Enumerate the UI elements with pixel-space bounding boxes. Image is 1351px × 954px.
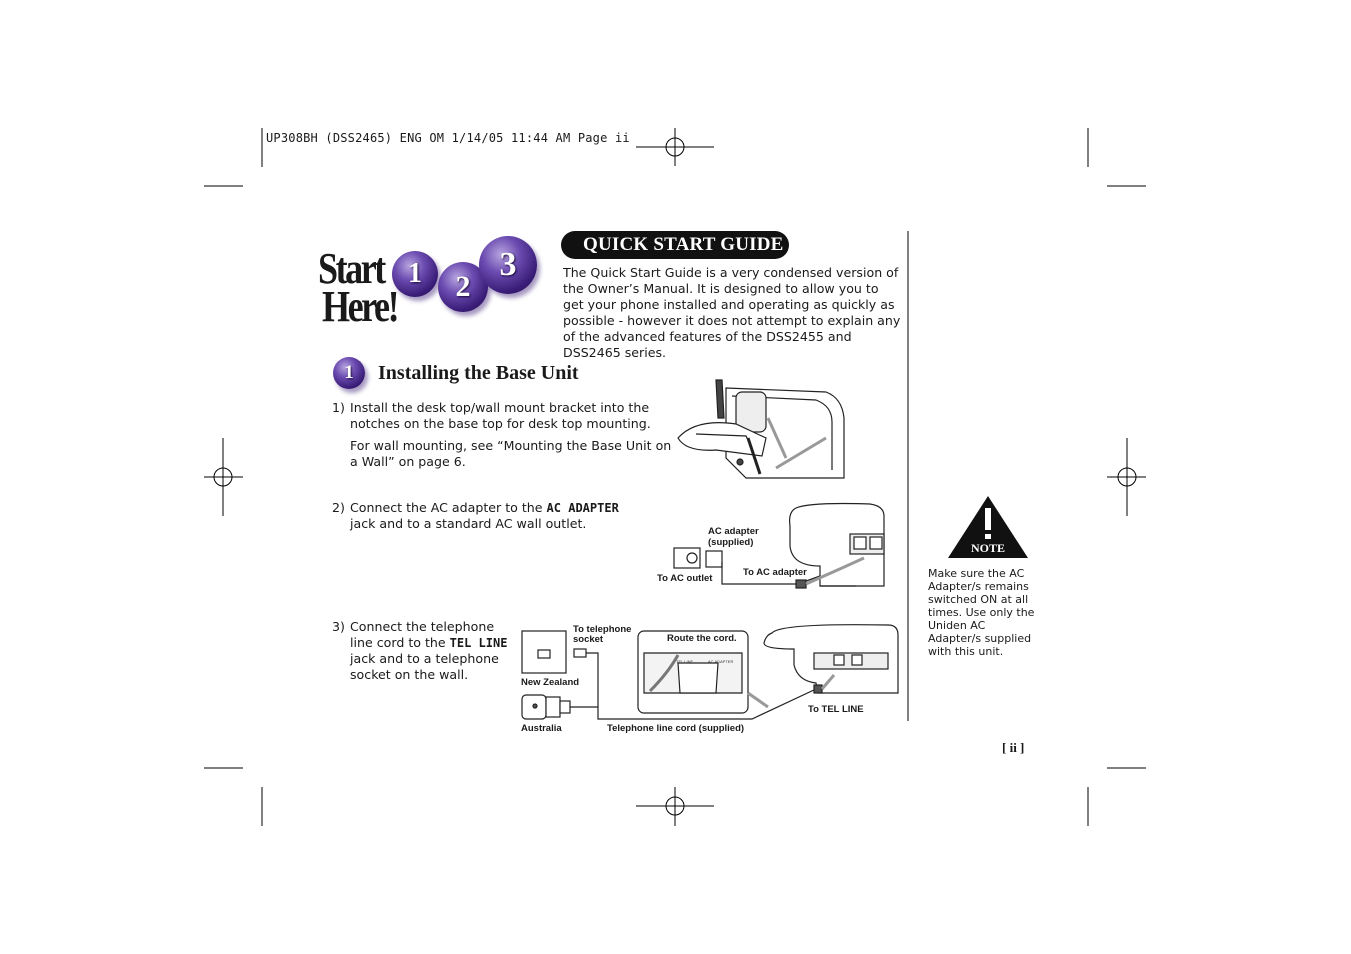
start-text: Start bbox=[318, 244, 386, 293]
section-number-badge: 1 bbox=[333, 357, 365, 389]
number-ball-1: 1 bbox=[392, 251, 438, 297]
step-number: 1) bbox=[332, 400, 345, 415]
label-socket: socket bbox=[573, 634, 604, 645]
banner-title: QUICK START GUIDE bbox=[583, 234, 784, 255]
label-to-telephone: To telephone bbox=[573, 624, 632, 635]
jack-name: AC ADAPTER bbox=[546, 501, 619, 515]
label-route-cord: Route the cord. bbox=[667, 633, 737, 644]
note-label: NOTE bbox=[971, 541, 1005, 555]
step-number: 2) bbox=[332, 500, 345, 515]
page-number: [ ii ] bbox=[1002, 740, 1025, 755]
label-to-ac-adapter: To AC adapter bbox=[743, 567, 807, 578]
step-number: 3) bbox=[332, 619, 345, 634]
print-slug: UP308BH (DSS2465) ENG OM 1/14/05 11:44 A… bbox=[266, 131, 630, 145]
label-telephone-cord: Telephone line cord (supplied) bbox=[607, 723, 745, 734]
bracket-illustration bbox=[677, 379, 845, 479]
label-ac-adapter: AC adapter bbox=[708, 526, 759, 537]
note-text: Make sure the AC Adapter/s remains switc… bbox=[928, 567, 1035, 658]
quick-start-banner: QUICK START GUIDE bbox=[561, 231, 789, 259]
label-to-ac-outlet: To AC outlet bbox=[657, 573, 713, 584]
tel-line-illustration: TEL LINE AC ADAPTER bbox=[521, 624, 899, 720]
step-text: Connect the telephone line cord to the T… bbox=[350, 619, 514, 683]
step-text-pre: Connect the telephone line cord to the bbox=[350, 619, 495, 650]
label-ac-adapter-supplied: (supplied) bbox=[708, 537, 754, 548]
number-ball-3: 3 bbox=[479, 236, 537, 294]
label-new-zealand: New Zealand bbox=[521, 677, 580, 688]
start-here-logo: Start Here! 1 2 3 bbox=[316, 236, 546, 335]
ac-adapter-illustration bbox=[673, 502, 885, 589]
step-text: Connect the AC adapter to the AC ADAPTER… bbox=[350, 500, 632, 532]
step-text-post: jack and to a standard AC wall outlet. bbox=[350, 516, 587, 531]
step-2: 2) Connect the AC adapter to the AC ADAP… bbox=[332, 500, 632, 532]
step-3: 3) Connect the telephone line cord to th… bbox=[332, 619, 514, 683]
intro-paragraph: The Quick Start Guide is a very condense… bbox=[563, 265, 901, 360]
label-australia: Australia bbox=[521, 723, 562, 734]
jack-name: TEL LINE bbox=[449, 636, 508, 650]
label-to-tel-line: To TEL LINE bbox=[808, 704, 864, 715]
step-1: 1) Install the desk top/wall mount brack… bbox=[332, 400, 672, 470]
step-extra: For wall mounting, see “Mounting the Bas… bbox=[350, 438, 672, 469]
here-text: Here! bbox=[322, 282, 400, 331]
section-title: Installing the Base Unit bbox=[378, 362, 579, 384]
jack-label-tel-line: TEL LINE bbox=[676, 659, 694, 664]
jack-label-ac-adapter: AC ADAPTER bbox=[708, 659, 733, 664]
step-text: Install the desk top/wall mount bracket … bbox=[350, 400, 651, 431]
note-warning-icon: NOTE bbox=[948, 496, 1028, 558]
step-text-pre: Connect the AC adapter to the bbox=[350, 500, 547, 515]
step-text-post: jack and to a telephone socket on the wa… bbox=[350, 651, 499, 682]
